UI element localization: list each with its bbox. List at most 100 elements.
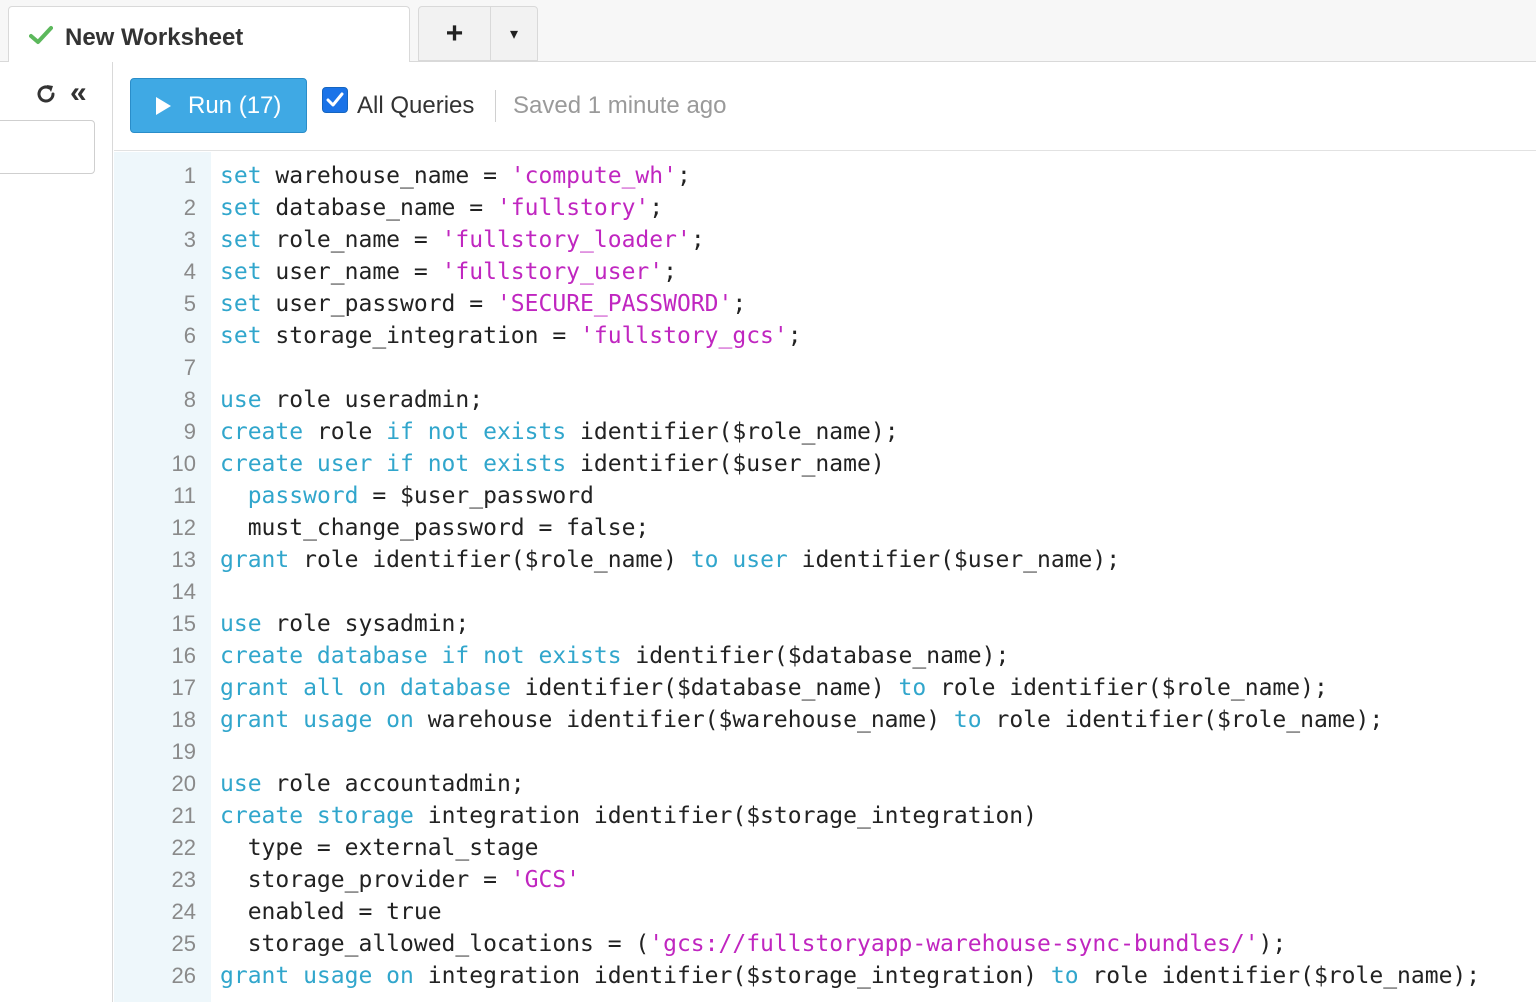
string-token: 'fullstory_loader' <box>441 227 691 253</box>
check-icon <box>29 26 53 44</box>
code-line[interactable]: 7 <box>114 352 1536 384</box>
keyword-token: grant usage on <box>220 963 414 989</box>
keyword-token: set <box>220 291 262 317</box>
all-queries-label[interactable]: All Queries <box>357 92 475 119</box>
code-line[interactable]: 18 grant usage on warehouse identifier($w… <box>114 704 1536 736</box>
string-token: 'fullstory_user' <box>441 259 664 285</box>
line-number: 18 <box>171 707 196 732</box>
toolbar-divider <box>495 90 496 122</box>
keyword-token: to <box>953 707 982 733</box>
code-line[interactable]: 12 must_change_password = false; <box>114 512 1536 544</box>
keyword-token: to <box>898 675 927 701</box>
text-token: ; <box>663 259 677 285</box>
text-token: identifier($database_name); <box>621 643 1010 669</box>
keyword-token: set <box>220 163 262 189</box>
code-line[interactable]: 22 type = external_stage <box>114 832 1536 864</box>
text-token: role <box>303 419 387 445</box>
line-number: 4 <box>183 259 196 284</box>
refresh-icon[interactable] <box>34 82 58 106</box>
code-line[interactable]: 11 password = $user_password <box>114 480 1536 512</box>
code-text: must_change_password = false; <box>220 512 650 544</box>
code-line[interactable]: 14 <box>114 576 1536 608</box>
keyword-token: if not exists <box>386 419 567 445</box>
code-text: type = external_stage <box>220 832 539 864</box>
keyword-token: grant all on database <box>220 675 511 701</box>
text-token: = $user_password <box>358 483 594 509</box>
worksheet-toolbar: Run (17) All Queries Saved 1 minute ago <box>114 62 1536 151</box>
string-token: 'fullstory_gcs' <box>580 323 788 349</box>
add-worksheet-button[interactable]: + <box>419 7 491 61</box>
code-line[interactable]: 26 grant usage on integration identifier(… <box>114 960 1536 992</box>
code-text: set storage_integration = 'fullstory_gcs… <box>220 320 802 352</box>
run-button[interactable]: Run (17) <box>130 78 307 133</box>
line-number: 11 <box>173 483 196 508</box>
code-text: grant usage on warehouse identifier($war… <box>220 704 1383 736</box>
line-number: 1 <box>183 163 196 188</box>
text-token: database_name = <box>261 195 497 221</box>
keyword-token: grant <box>220 547 290 573</box>
all-queries-checkbox[interactable] <box>322 87 348 113</box>
code-text: enabled = true <box>220 896 442 928</box>
code-line[interactable]: 24 enabled = true <box>114 896 1536 928</box>
line-number: 3 <box>183 227 196 252</box>
keyword-token: use <box>220 387 262 413</box>
code-text: set database_name = 'fullstory'; <box>220 192 663 224</box>
text-token: role useradmin; <box>261 387 484 413</box>
line-number: 17 <box>171 675 196 700</box>
tab-new-worksheet[interactable]: New Worksheet <box>8 6 410 63</box>
line-number: 26 <box>171 963 196 988</box>
code-line[interactable]: 19 <box>114 736 1536 768</box>
string-token: 'gcs://fullstoryapp-warehouse-sync-bundl… <box>649 931 1259 957</box>
code-line[interactable]: 25 storage_allowed_locations = ('gcs://f… <box>114 928 1536 960</box>
text-token: storage_provider = <box>220 867 511 893</box>
saved-status: Saved 1 minute ago <box>513 92 727 119</box>
string-token: 'compute_wh' <box>510 163 677 189</box>
line-number: 12 <box>171 515 196 540</box>
code-text: grant usage on integration identifier($s… <box>220 960 1480 992</box>
text-token: user_password = <box>261 291 497 317</box>
collapse-sidebar-icon[interactable]: « <box>70 76 87 109</box>
code-line[interactable]: 23 storage_provider = 'GCS' <box>114 864 1536 896</box>
code-line[interactable]: 4 set user_name = 'fullstory_user'; <box>114 256 1536 288</box>
tab-title: New Worksheet <box>65 24 244 51</box>
keyword-token: grant usage on <box>220 707 414 733</box>
line-number: 22 <box>171 835 196 860</box>
line-number-gutter <box>114 152 211 1002</box>
keyword-token: to <box>1050 963 1079 989</box>
keyword-token: create user if not exists <box>220 451 567 477</box>
text-token: user_name = <box>261 259 442 285</box>
text-token: role identifier($role_name); <box>981 707 1384 733</box>
text-token: role identifier($role_name); <box>926 675 1328 701</box>
code-text: use role useradmin; <box>220 384 483 416</box>
code-text: storage_allowed_locations = ('gcs://full… <box>220 928 1287 960</box>
text-token: role identifier($role_name); <box>1078 963 1481 989</box>
line-number: 23 <box>171 867 196 892</box>
sidebar-search-input[interactable] <box>0 120 95 174</box>
keyword-token: set <box>220 259 262 285</box>
code-text: use role accountadmin; <box>220 768 525 800</box>
tab-actions: + ▾ <box>418 6 538 61</box>
code-text: storage_provider = 'GCS' <box>220 864 580 896</box>
line-number: 14 <box>171 579 196 604</box>
string-token: 'GCS' <box>510 867 581 893</box>
line-number: 24 <box>171 899 196 924</box>
text-token: identifier($role_name); <box>566 419 899 445</box>
text-token: identifier($user_name); <box>787 547 1121 573</box>
tab-menu-dropdown-button[interactable]: ▾ <box>509 26 519 43</box>
